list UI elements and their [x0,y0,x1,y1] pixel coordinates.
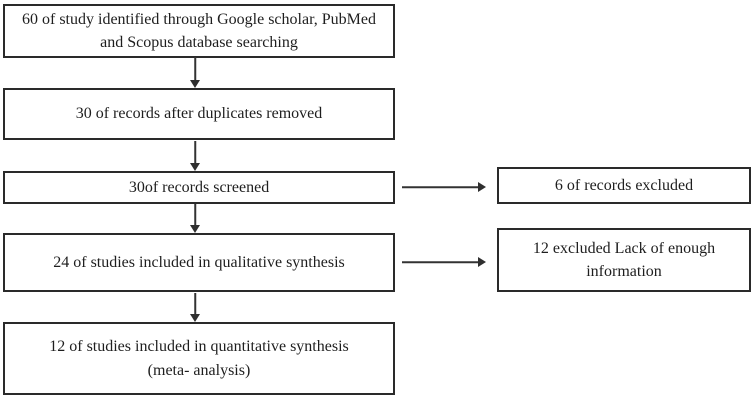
node-quantitative-synthesis: 12 of studies included in quantitative s… [3,322,395,395]
arrowhead-down-icon [190,314,200,322]
arrowhead-down-icon [190,163,200,171]
node-duplicates-removed: 30 of records after duplicates removed [3,88,395,140]
node-excluded-lack-of-information: 12 excluded Lack of enough information [497,228,751,292]
node-qualitative-synthesis: 24 of studies included in qualitative sy… [3,233,395,292]
arrow-stem [402,261,480,263]
arrow-down-identification-to-duplicates [189,57,201,88]
arrowhead-down-icon [190,80,200,88]
arrow-stem [194,57,196,82]
arrow-right-qualitative-to-excluded [402,256,486,268]
node-records-excluded: 6 of records excluded [497,167,751,204]
arrowhead-down-icon [190,225,200,233]
node-identification: 60 of study identified through Google sc… [3,4,395,58]
arrow-stem [402,186,480,188]
arrow-down-screened-to-qualitative [189,204,201,233]
node-screened: 30of records screened [3,171,395,204]
arrowhead-right-icon [478,182,486,192]
arrow-right-screened-to-excluded [402,181,486,193]
arrow-stem [194,141,196,165]
arrow-stem [194,204,196,227]
arrow-down-duplicates-to-screened [189,141,201,171]
arrow-stem [194,293,196,316]
arrowhead-right-icon [478,257,486,267]
arrow-down-qualitative-to-quantitative [189,293,201,322]
